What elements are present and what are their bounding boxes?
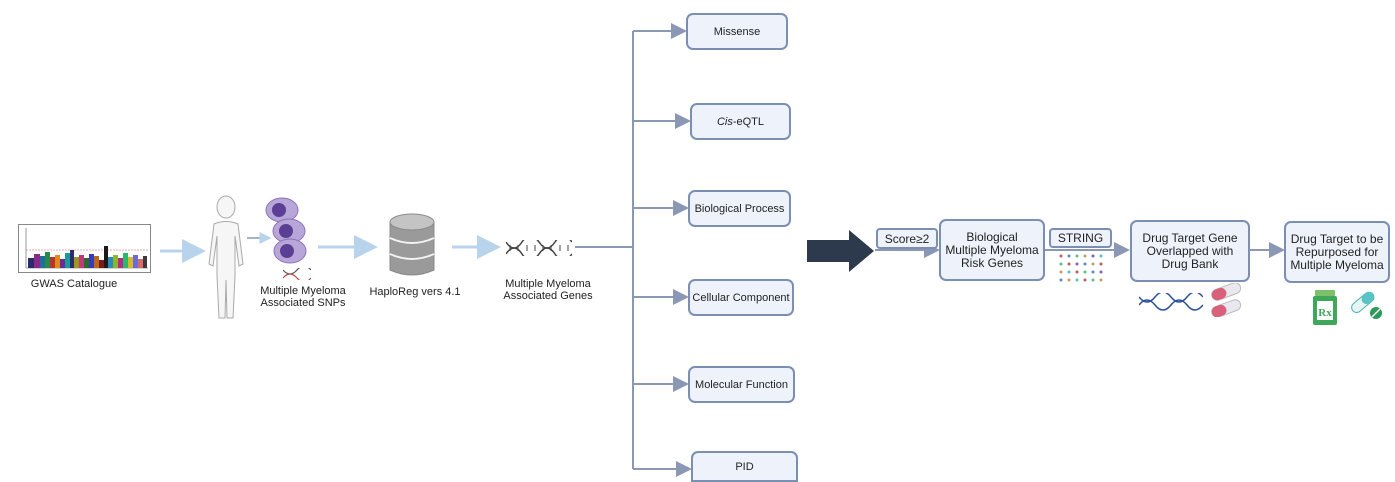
missense-box: Missense [686, 13, 788, 50]
repurpose-box: Drug Target to be Repurposed for Multipl… [1284, 221, 1390, 283]
pills-icon [1211, 283, 1242, 317]
string-network-icon [1059, 254, 1103, 282]
rx-bottle-icon: Rx [1313, 290, 1337, 325]
biological-process-box: Biological Process [688, 190, 791, 227]
big-dark-arrow [807, 230, 874, 272]
snp-dna-icon [283, 268, 311, 280]
cis-eqtl-box: Cis-eQTL [690, 103, 791, 140]
string-box: STRING [1049, 228, 1112, 248]
person-icon [208, 195, 244, 319]
cellular-component-box: Cellular Component [688, 279, 794, 316]
gwas-label: GWAS Catalogue [30, 278, 118, 290]
database-icon [389, 213, 435, 276]
snps-label: Multiple Myeloma Associated SNPs [260, 285, 346, 309]
molecular-function-box: Molecular Function [688, 366, 795, 403]
pid-box: PID [691, 451, 798, 482]
genes-label: Multiple Myeloma Associated Genes [503, 278, 593, 302]
capsule-icon [1351, 291, 1382, 319]
cis-eqtl-label: Cis-eQTL [716, 115, 765, 128]
score-box: Score≥2 [876, 228, 938, 249]
dna-helix-icon [506, 240, 572, 256]
haploreg-label: HaploReg vers 4.1 [369, 286, 461, 298]
rx-text: Rx [1318, 307, 1332, 319]
manhattan-plot-icon [18, 224, 151, 273]
myeloma-cells-icon [265, 197, 307, 264]
drug-target-gene-box: Drug Target Gene Overlapped with Drug Ba… [1130, 220, 1250, 282]
risk-genes-box: Biological Multiple Myeloma Risk Genes [939, 219, 1045, 281]
gene-strand-icon [1139, 293, 1203, 311]
